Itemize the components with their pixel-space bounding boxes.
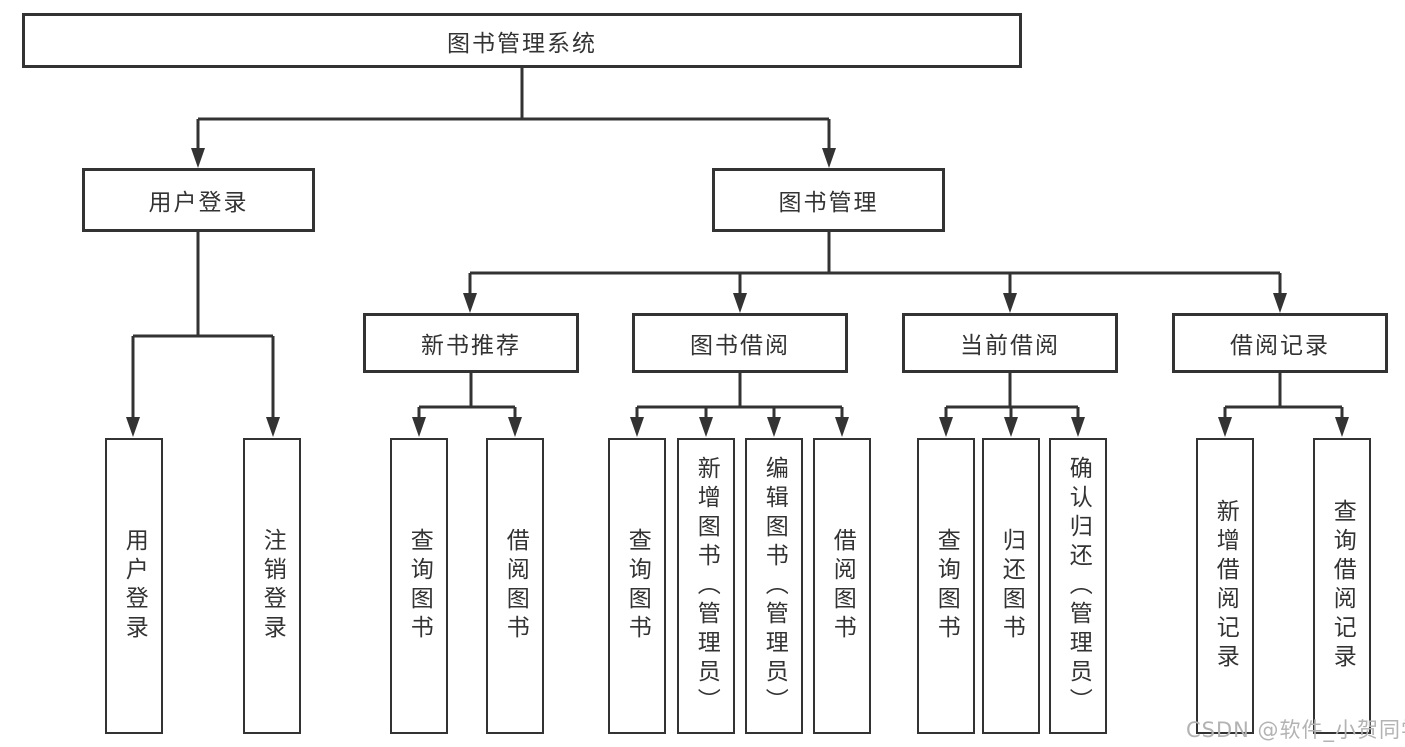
node-current-borrow: 当前借阅 (902, 313, 1118, 373)
arrow-icon (266, 417, 280, 437)
arrow-icon (699, 417, 713, 437)
arrow-icon (126, 417, 140, 437)
leaf-edit-book-admin: 编辑图书（管理员） (745, 438, 803, 734)
connector-currentborrow-branch (944, 373, 1080, 419)
leaf-label: 用户登录 (121, 528, 148, 644)
connector-login-branch (131, 232, 275, 419)
leaf-add-borrow-record: 新增借阅记录 (1196, 438, 1254, 734)
arrow-icon (1071, 417, 1085, 437)
leaf-logout: 注销登录 (243, 438, 301, 734)
arrow-icon (508, 417, 522, 437)
leaf-label: 注销登录 (259, 528, 286, 644)
connector-root-to-level2 (196, 68, 831, 150)
node-root: 图书管理系统 (22, 13, 1022, 68)
leaf-label: 确认归还（管理员） (1065, 455, 1092, 717)
node-user-login: 用户登录 (82, 168, 315, 232)
leaf-label: 查询图书 (933, 528, 960, 644)
leaf-label: 借阅图书 (502, 528, 529, 644)
leaf-label: 新增借阅记录 (1212, 499, 1239, 673)
arrow-icon (630, 417, 644, 437)
leaf-label: 新增图书（管理员） (693, 455, 720, 717)
arrow-icon (1335, 417, 1349, 437)
leaf-label: 查询图书 (624, 528, 651, 644)
arrow-icon (191, 148, 205, 168)
arrow-icon (835, 417, 849, 437)
leaf-label: 查询借阅记录 (1329, 499, 1356, 673)
leaf-label: 编辑图书（管理员） (761, 455, 788, 717)
leaf-query-books-recommend: 查询图书 (390, 438, 448, 734)
arrow-icon (463, 293, 477, 313)
leaf-query-books-current: 查询图书 (917, 438, 975, 734)
connector-mgmt-branch (468, 232, 1282, 295)
leaf-label: 归还图书 (998, 528, 1025, 644)
leaf-return-book: 归还图书 (982, 438, 1040, 734)
leaf-label: 借阅图书 (829, 528, 856, 644)
leaf-confirm-return-admin: 确认归还（管理员） (1049, 438, 1107, 734)
arrow-icon (733, 293, 747, 313)
leaf-add-book-admin: 新增图书（管理员） (677, 438, 735, 734)
csdn-watermark: CSDN @软件_小贺同学 (1186, 718, 1405, 742)
leaf-query-borrow-record: 查询借阅记录 (1313, 438, 1371, 734)
arrow-icon (1218, 417, 1232, 437)
arrow-icon (822, 148, 836, 168)
arrow-icon (1004, 417, 1018, 437)
arrowheads (126, 148, 1349, 437)
node-book-management: 图书管理 (712, 168, 945, 232)
node-borrow-records: 借阅记录 (1172, 313, 1388, 373)
node-book-borrow: 图书借阅 (632, 313, 848, 373)
leaf-borrow-books: 借阅图书 (813, 438, 871, 734)
connector-records-branch (1223, 373, 1344, 419)
leaf-user-login: 用户登录 (105, 438, 163, 734)
arrow-icon (1273, 293, 1287, 313)
arrow-icon (1003, 293, 1017, 313)
leaf-label: 查询图书 (406, 528, 433, 644)
arrow-icon (412, 417, 426, 437)
arrow-icon (767, 417, 781, 437)
connector-newbook-branch (417, 373, 517, 419)
leaf-query-books-borrow: 查询图书 (608, 438, 666, 734)
arrow-icon (939, 417, 953, 437)
leaf-borrow-books-recommend: 借阅图书 (486, 438, 544, 734)
node-new-book-recommend: 新书推荐 (363, 313, 579, 373)
connector-bookborrow-branch (635, 373, 844, 419)
